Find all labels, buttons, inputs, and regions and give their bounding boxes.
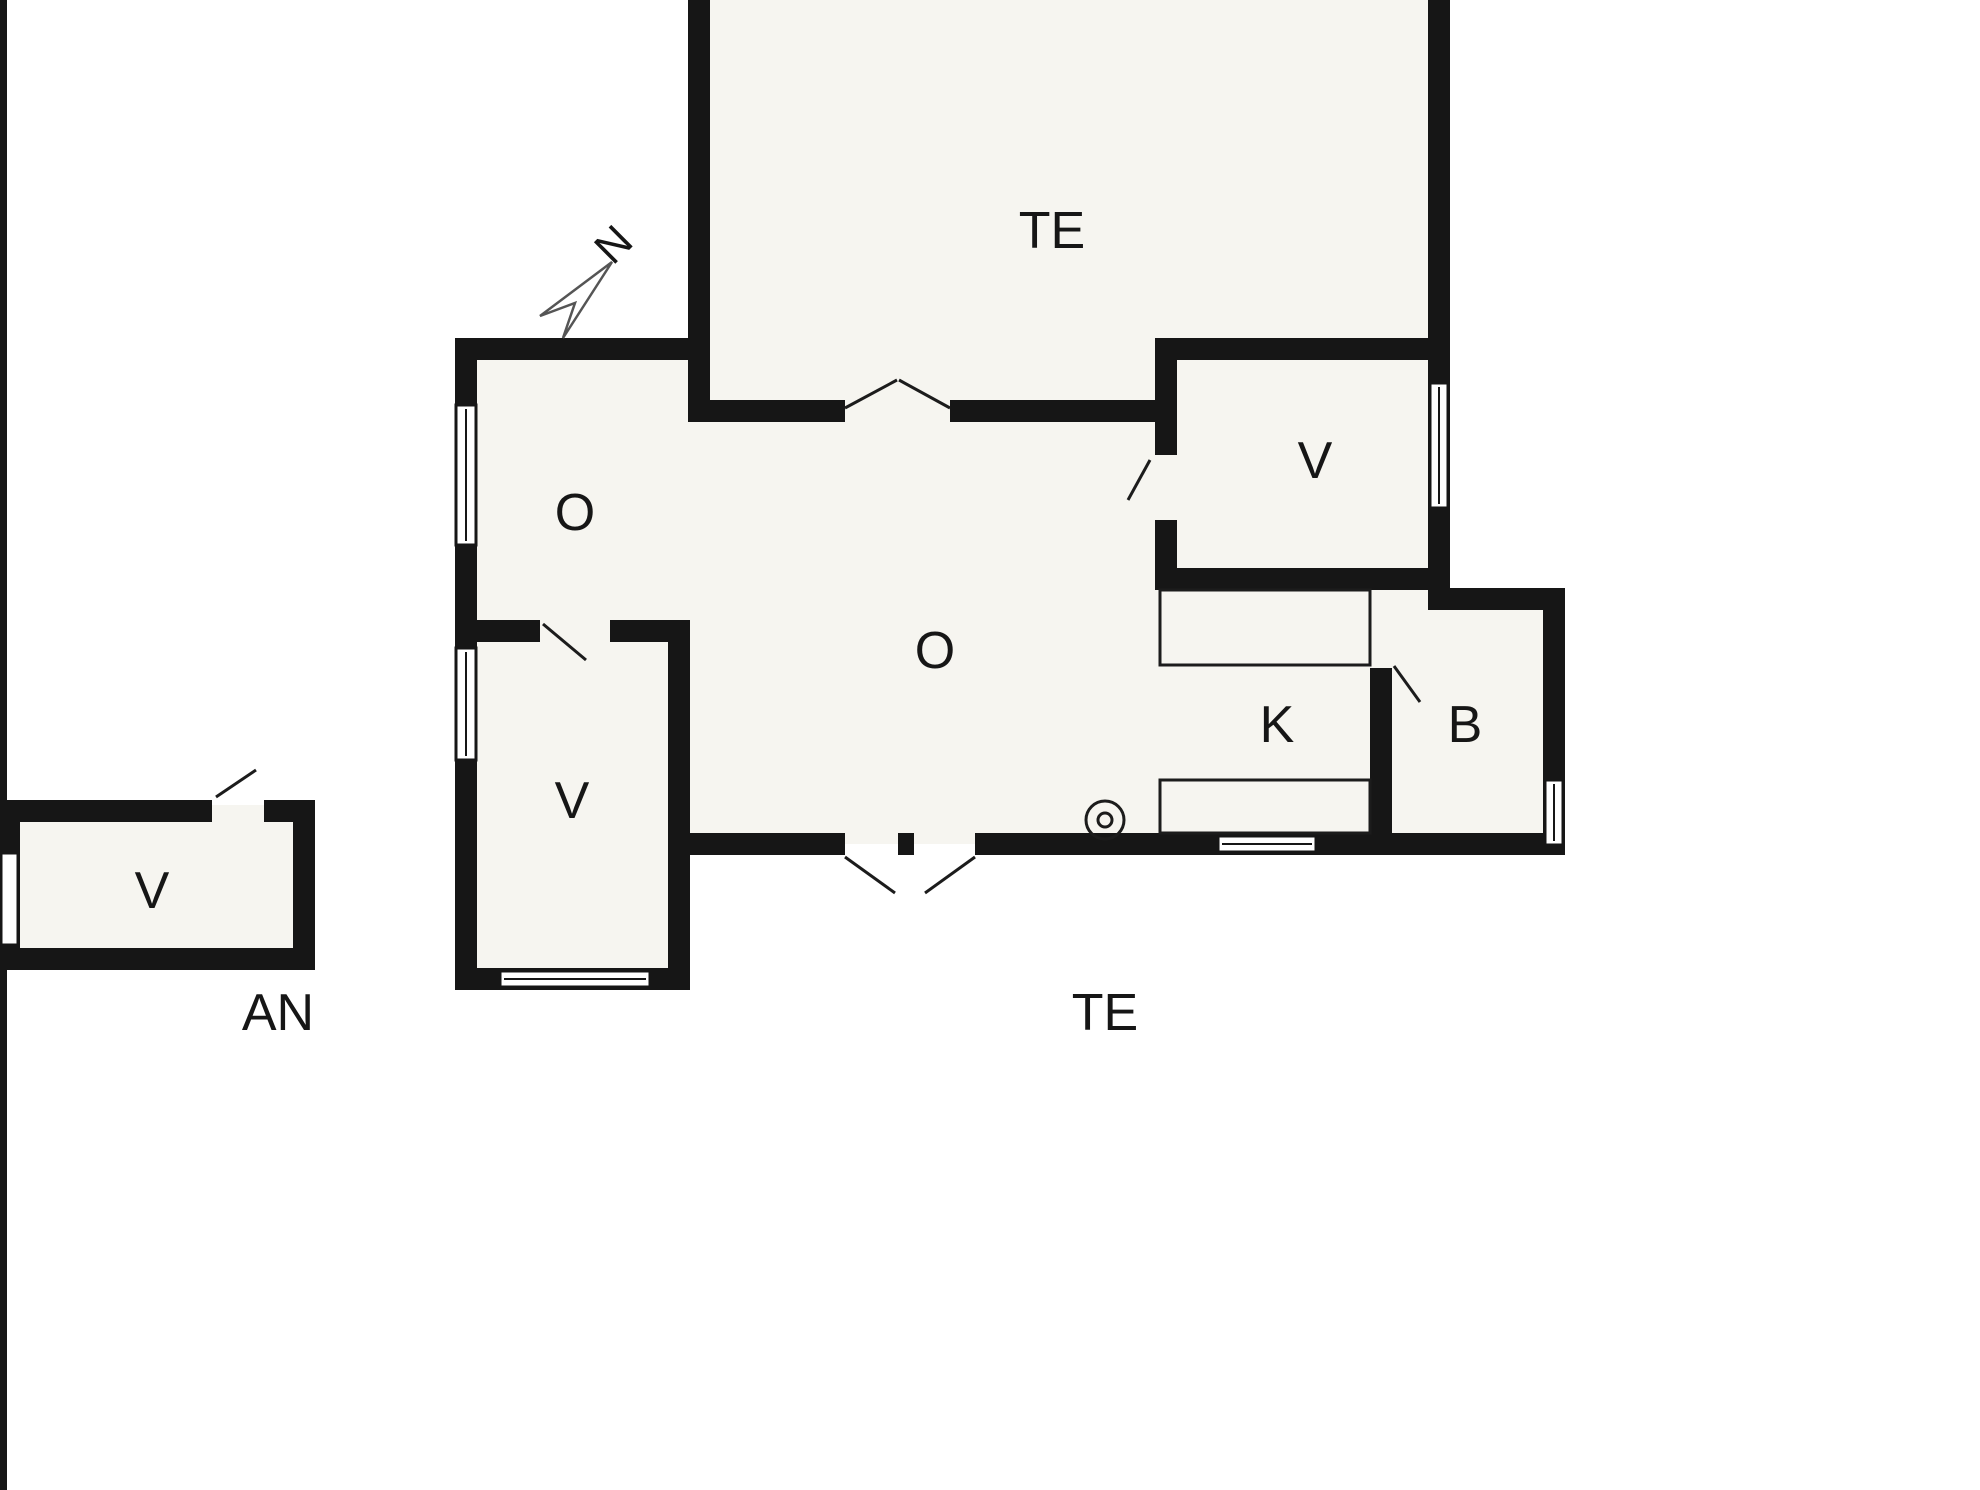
sw-bedroom-door-leaf: [542, 622, 587, 662]
kitchen-counter-top: [1158, 588, 1372, 667]
bathroom-top-wall: [1428, 588, 1565, 610]
label-room-v-northeast: V: [1298, 432, 1333, 490]
label-room-b-bathroom: B: [1448, 696, 1483, 754]
annex-bottom-wall: [0, 948, 315, 970]
annex-door-leaf: [215, 768, 257, 799]
terrace-bottom-wall-right: [950, 400, 1160, 422]
label-terrace-top: TE: [1019, 202, 1085, 260]
floor-drain-outer: [1084, 799, 1126, 841]
main-house-floor: [465, 348, 1555, 980]
terrace-left-wall: [688, 0, 710, 422]
house-bottom-wall-left: [668, 833, 845, 855]
ne-bedroom-left-wall-upper: [1155, 338, 1177, 455]
annex-floor: [5, 805, 310, 965]
terrace-top-door-leaf: [844, 378, 898, 410]
ne-bedroom-bottom-wall: [1155, 568, 1450, 590]
floor-drain-inner: [1096, 811, 1114, 829]
label-room-o-hall: O: [555, 484, 595, 542]
doors: [215, 378, 1422, 895]
label-annex-room-v: V: [135, 862, 170, 920]
house-top-wall: [455, 338, 710, 360]
bathroom-door-leaf: [1392, 665, 1422, 703]
annex-top-wall-left: [0, 800, 212, 822]
terrace-bottom-door-leaf: [924, 855, 976, 895]
annex-right-wall: [293, 800, 315, 970]
sw-bedroom-right-wall: [668, 620, 690, 990]
terrace-bottom-door-leaf: [844, 855, 896, 895]
door-center-post: [898, 833, 914, 855]
label-room-o-living: O: [915, 622, 955, 680]
floors: [5, 0, 1555, 980]
kitchen-fixtures: [1084, 588, 1372, 841]
windows: [0, 381, 1565, 989]
kitchen-bathroom-wall: [1370, 668, 1392, 855]
terrace-right-wall: [1428, 0, 1450, 360]
left-edge-line: [0, 0, 7, 1490]
kitchen-counter-bottom: [1158, 778, 1372, 835]
north-label: N: [585, 216, 642, 273]
window-annex-left: [0, 851, 20, 947]
compass: N: [539, 216, 642, 339]
north-arrow-icon: [539, 261, 614, 339]
room-labels: TE O O V K B V V AN TE: [135, 202, 1483, 1042]
sw-bedroom-top-wall-left: [455, 620, 540, 642]
ne-bedroom-top-wall: [1155, 338, 1450, 360]
label-room-k-kitchen: K: [1260, 696, 1295, 754]
ne-bedroom-door-leaf: [1126, 459, 1152, 501]
label-terrace-bottom: TE: [1072, 984, 1138, 1042]
terrace-bottom-wall-left: [688, 400, 845, 422]
label-annex: AN: [242, 984, 314, 1042]
terrace-top-door-leaf: [898, 378, 951, 410]
label-room-v-southwest: V: [555, 772, 590, 830]
